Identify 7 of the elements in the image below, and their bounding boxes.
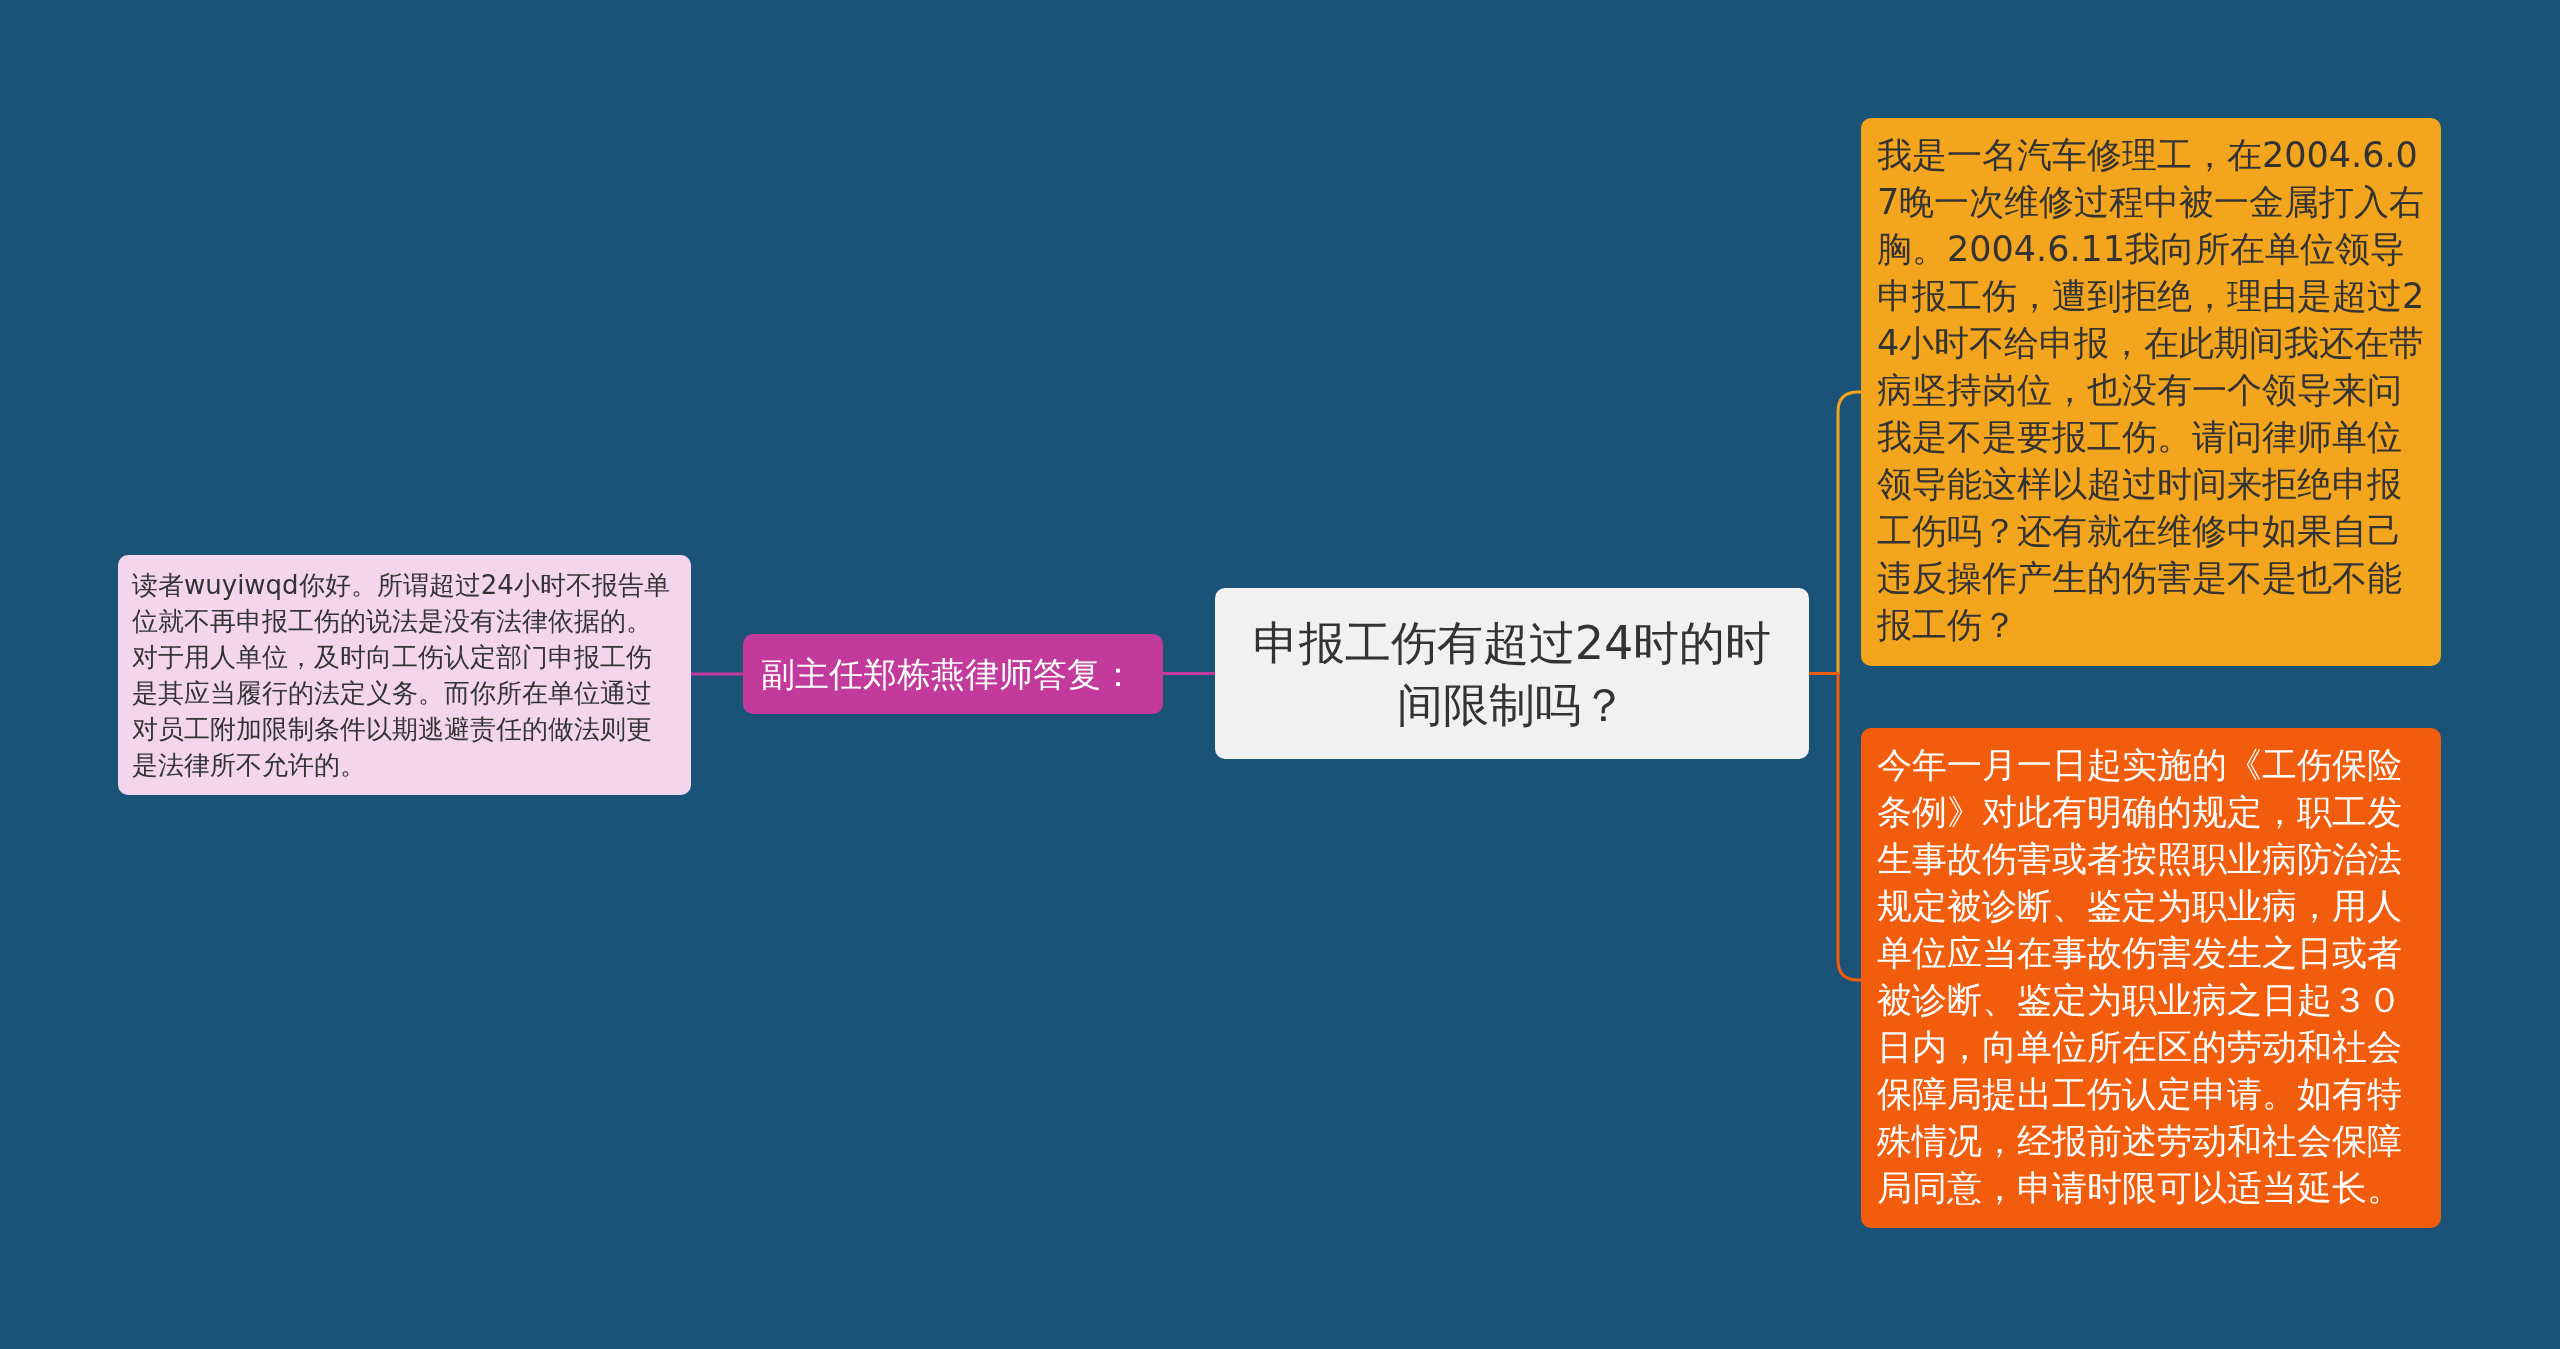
connector-line	[691, 672, 743, 676]
topic-box: 申报工伤有超过24时的时间限制吗？	[1215, 588, 1809, 759]
connector-line	[1163, 672, 1215, 675]
text-box: 今年一月一日起实施的《工伤保险条例》对此有明确的规定，职工发生事故伤害或者按照职业病防治法规定被诊断、鉴定为职业病，用人单位应当在事故伤害发生之日或者被诊断、鉴定为职业病之日起３０日内，向单位所在区的劳动和社会保障局提出工伤认定申请。如有特殊情况，经报前述劳动和社会保障局同意，申请时限可以适当延长。	[1861, 728, 2441, 1228]
text-box: 我是一名汽车修理工，在2004.6.07晚一次维修过程中被一金属打入右胸。2004.6.11我向所在单位领导申报工伤，遭到拒绝，理由是超过24小时不给申报，在此期间我还在带病坚持岗位，也没有一个领导来问我是不是要报工伤。请问律师单位领导能这样以超过时间来拒绝申报工伤吗？还有就在维修中如果自己违反操作产生的伤害是不是也不能报工伤？	[1861, 118, 2441, 666]
branch-box: 副主任郑栋燕律师答复：	[743, 634, 1163, 714]
text-box: 读者wuyiwqd你好。所谓超过24小时不报告单位就不再申报工伤的说法是没有法律依据的。对于用人单位，及时向工伤认定部门申报工伤是其应当履行的法定义务。而你所在单位通过对员工附加限制条件以期逃避责任的做法则更是法律所不允许的。	[118, 555, 691, 795]
